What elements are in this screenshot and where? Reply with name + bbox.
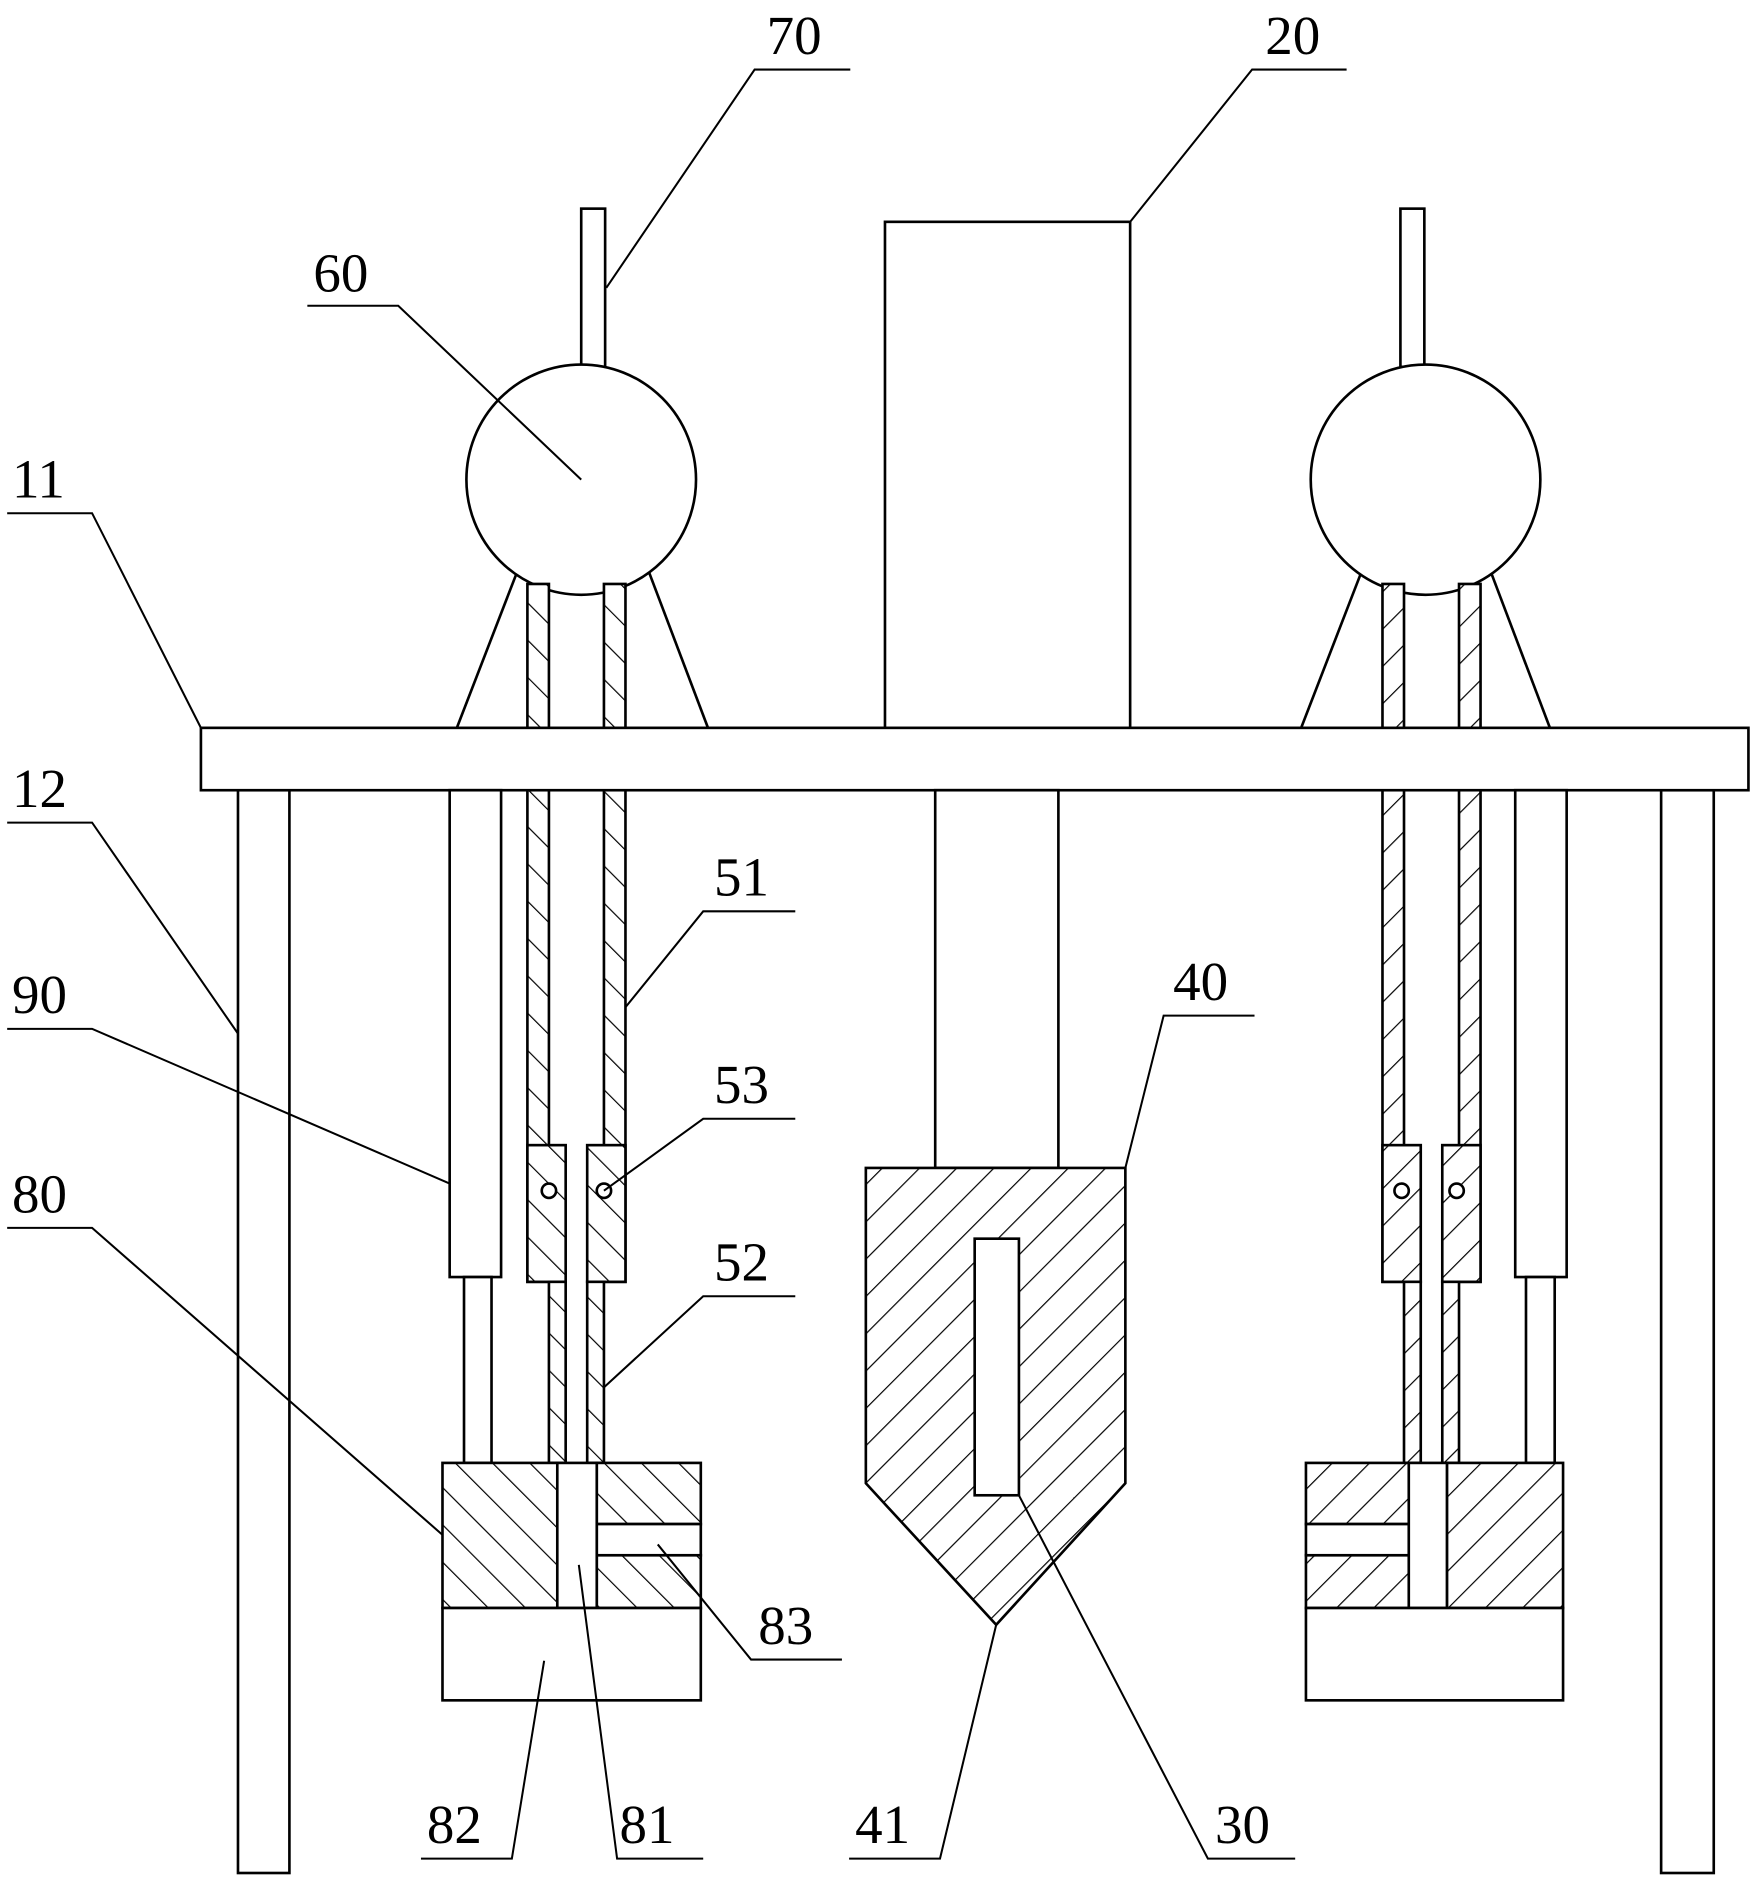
left-block-side-channel xyxy=(597,1524,701,1555)
right-cylinder-body xyxy=(1515,790,1566,1277)
right-block-left-lower xyxy=(1306,1555,1409,1608)
left-block-base xyxy=(442,1608,700,1700)
right-leg xyxy=(1661,790,1714,1873)
label-53: 53 xyxy=(714,1054,769,1115)
left-leg xyxy=(238,790,289,1873)
leader-70 xyxy=(606,70,850,288)
left-inner-tube-a xyxy=(549,1282,566,1463)
leader-52 xyxy=(604,1296,795,1387)
right-pin-a xyxy=(1394,1184,1408,1198)
right-inner-tube-b xyxy=(1442,1282,1459,1463)
label-81: 81 xyxy=(619,1794,674,1855)
left-sleeve-b xyxy=(587,1145,625,1282)
leader-20 xyxy=(1130,70,1346,222)
central-slot xyxy=(975,1239,1019,1496)
right-drum-support-inner xyxy=(1491,573,1550,728)
leader-40 xyxy=(1125,1016,1254,1168)
left-drum-support-inner xyxy=(649,573,708,728)
left-block-right-lower xyxy=(597,1555,701,1608)
right-block-center-channel xyxy=(1409,1463,1447,1608)
right-pin-b xyxy=(1449,1184,1463,1198)
right-block-right-part xyxy=(1447,1463,1563,1608)
right-sleeve-a xyxy=(1382,1145,1420,1282)
left-block-left-part xyxy=(442,1463,557,1608)
leader-90 xyxy=(7,1029,449,1184)
left-block-right-upper xyxy=(597,1463,701,1524)
label-60: 60 xyxy=(313,242,368,303)
label-70: 70 xyxy=(767,5,822,66)
left-sleeve-a xyxy=(527,1145,565,1282)
right-sleeve-b xyxy=(1442,1145,1480,1282)
right-inner-tube-a xyxy=(1404,1282,1421,1463)
label-12: 12 xyxy=(12,758,67,819)
leader-11 xyxy=(7,513,201,728)
right-cylinder-rod xyxy=(1526,1277,1555,1463)
right-block-left-upper xyxy=(1306,1463,1409,1524)
label-11: 11 xyxy=(12,449,65,510)
leader-51 xyxy=(625,911,795,1007)
left-pin-b xyxy=(597,1184,611,1198)
right-block-base xyxy=(1306,1608,1563,1700)
central-post-lower xyxy=(935,790,1058,1168)
left-drum-support-outer xyxy=(457,573,517,728)
top-plate xyxy=(201,728,1749,790)
right-drum-support-outer xyxy=(1301,573,1361,728)
left-block-center-channel xyxy=(557,1463,596,1608)
left-inner-tube-b xyxy=(587,1282,604,1463)
leader-53 xyxy=(604,1119,795,1191)
left-cylinder-rod xyxy=(464,1277,492,1463)
left-cylinder-body xyxy=(450,790,501,1277)
right-drum xyxy=(1311,365,1541,595)
label-80: 80 xyxy=(12,1163,67,1224)
label-20: 20 xyxy=(1265,5,1320,66)
label-40: 40 xyxy=(1173,951,1228,1012)
label-52: 52 xyxy=(714,1232,769,1293)
right-block-side-channel xyxy=(1306,1524,1409,1555)
left-pin-a xyxy=(542,1184,556,1198)
label-30: 30 xyxy=(1215,1794,1270,1855)
right-top-shaft xyxy=(1400,209,1424,367)
leader-80 xyxy=(7,1228,442,1535)
central-post-upper xyxy=(885,222,1130,730)
label-82: 82 xyxy=(427,1794,482,1855)
label-51: 51 xyxy=(714,847,769,908)
label-83: 83 xyxy=(758,1595,813,1656)
left-top-shaft xyxy=(581,209,605,367)
label-41: 41 xyxy=(855,1794,910,1855)
label-90: 90 xyxy=(12,964,67,1025)
